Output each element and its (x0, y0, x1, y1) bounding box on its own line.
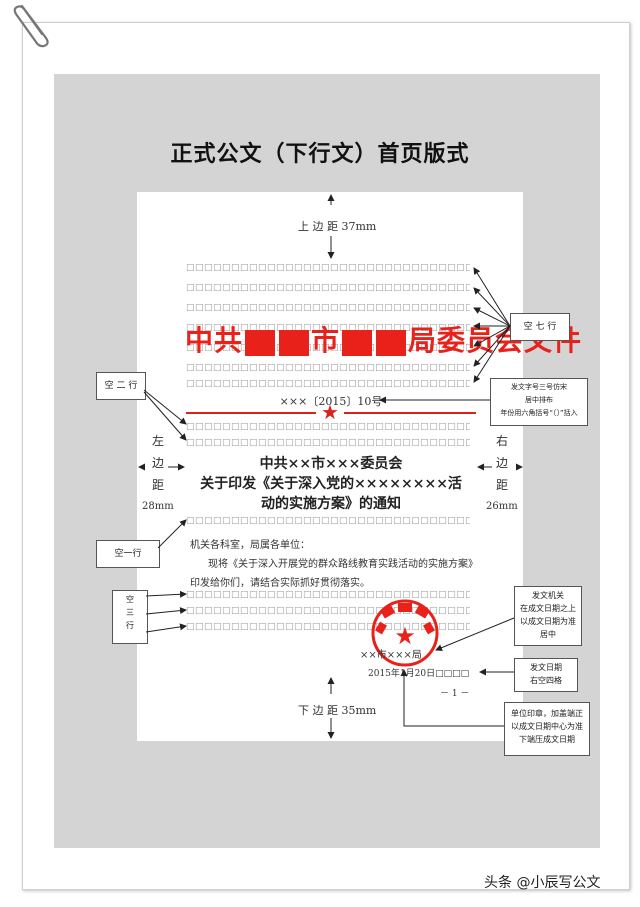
body-paragraph-2: 印发给你们，请结合实际抓好贯彻落实。 (190, 578, 370, 589)
doc-number: ×××〔2015〕10号 (279, 395, 383, 408)
heading-line-1: 中共××市×××委员会 (259, 456, 403, 472)
watermark: 头条 @小辰写公文 (484, 875, 601, 891)
note-two-lines: 空 二 行 (96, 372, 146, 400)
paperclip-icon (13, 4, 49, 48)
note-seven-lines: 空 七 行 (510, 313, 570, 341)
blank-row: □□□□□□□□□□□□□□□□□□□□□□□□□□□□□□□□ (186, 438, 470, 448)
note-seal: 单位印章，加盖端正以成文日期中心为准下端压成文日期 (504, 702, 590, 756)
blank-row: □□□□□□□□□□□□□□□□□□□□□□□□□□□□□□□□ (186, 323, 470, 333)
blank-row: □□□□□□□□□□□□□□□□□□□□□□□□□□□□□□□□ (186, 606, 470, 616)
page-number: － 1 － (440, 689, 470, 699)
blank-row: □□□□□□□□□□□□□□□□□□□□□□□□□□□□□□□□ (186, 263, 470, 273)
blank-row: □□□□□□□□□□□□□□□□□□□□□□□□□□□□□□□□ (186, 283, 470, 293)
note-date: 发文日期右空四格 (514, 658, 578, 692)
note-doc-number: 发文字号三号仿宋居中排布年份用六角括号“〔〕”括入 (490, 378, 588, 426)
red-separator-line-left (186, 412, 316, 414)
red-header: 中共市局委员会文件 (185, 324, 583, 357)
blank-row: □□□□□□□□□□□□□□□□□□□□□□□□□□□□□□□□ (186, 622, 470, 632)
addressee: 机关各科室，局属各单位： (190, 540, 310, 551)
document-page (137, 192, 523, 741)
heading-line-2: 关于印发《关于深入党的××××××××活 (200, 476, 462, 492)
redacted-box (279, 329, 310, 356)
note-three-lines: 空三行 (112, 590, 148, 644)
note-one-line: 空一行 (96, 540, 160, 568)
body-paragraph-1: 现将《关于深入开展党的群众路线教育实践活动的实施方案》 (208, 559, 478, 570)
svg-text:★: ★ (394, 622, 416, 650)
note-sender: 发文机关在成文日期之上以成文日期为准居中 (514, 586, 582, 646)
issue-date: 2015年1月20日□□□□ (368, 669, 470, 679)
page-title: 正式公文（下行文）首页版式 (170, 142, 470, 167)
redacted-box (342, 329, 373, 356)
redacted-box (376, 329, 407, 356)
top-margin-label: 上 边 距 37mm (298, 220, 377, 233)
blank-row: □□□□□□□□□□□□□□□□□□□□□□□□□□□□□□□□ (186, 590, 470, 600)
star-icon: ★ (321, 400, 339, 424)
redacted-box (245, 329, 276, 356)
blank-row: □□□□□□□□□□□□□□□□□□□□□□□□□□□□□□□□ (186, 303, 470, 313)
blank-row: □□□□□□□□□□□□□□□□□□□□□□□□□□□□□□□□ (186, 516, 470, 526)
sender-org: ××市×××局 (360, 650, 422, 661)
blank-row: □□□□□□□□□□□□□□□□□□□□□□□□□□□□□□□□ (186, 422, 470, 432)
official-seal-icon: ★ (371, 599, 439, 667)
heading-line-3: 动的实施方案》的通知 (261, 496, 401, 512)
blank-row: □□□□□□□□□□□□□□□□□□□□□□□□□□□□□□□□ (186, 363, 470, 373)
red-separator-line-right (344, 412, 476, 414)
bottom-margin-label: 下 边 距 35mm (298, 704, 377, 717)
blank-row: □□□□□□□□□□□□□□□□□□□□□□□□□□□□□□□□ (186, 343, 470, 353)
blank-row: □□□□□□□□□□□□□□□□□□□□□□□□□□□□□□□□ (186, 379, 470, 389)
